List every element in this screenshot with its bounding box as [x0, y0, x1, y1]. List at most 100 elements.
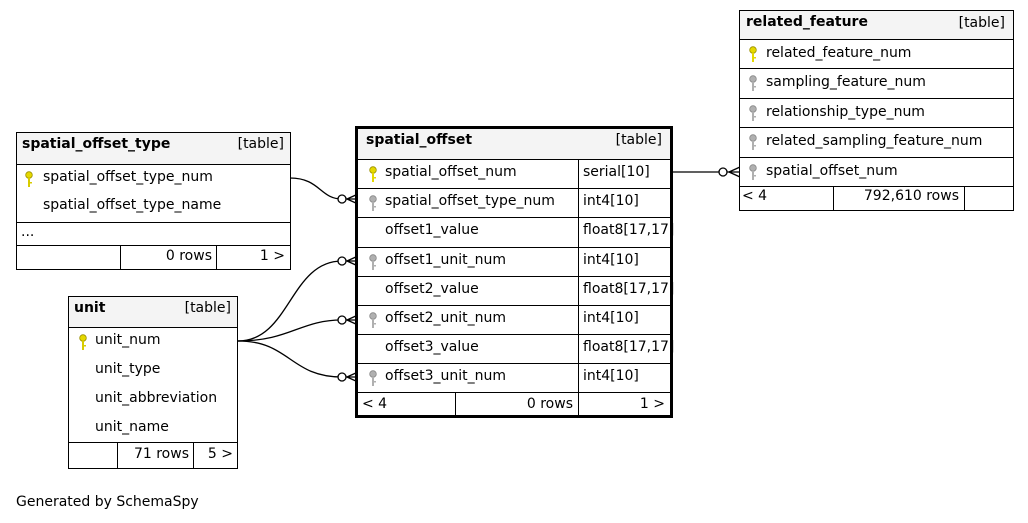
primary-key-icon [25, 171, 33, 187]
zero-marker-1 [337, 194, 347, 204]
column-type: float8[17,17] [583, 280, 675, 297]
column-name: related_feature_num [766, 45, 912, 61]
parents-count[interactable]: < 4 [742, 188, 768, 204]
zero-marker-5 [718, 167, 728, 177]
edge-unit-offset3 [237, 340, 358, 378]
edge-spatial-offset-type [289, 177, 358, 200]
column-name: offset2_unit_num [385, 310, 507, 326]
zero-marker-3 [337, 315, 347, 325]
column-row[interactable]: spatial_offset_num [740, 156, 1013, 186]
generated-by-label: Generated by SchemaSpy [16, 494, 199, 510]
table-name: unit [74, 300, 106, 316]
foreign-key-icon [749, 163, 757, 180]
foreign-key-icon [749, 75, 757, 92]
column-row[interactable]: relationship_type_num [740, 97, 1013, 127]
column-name: spatial_offset_num [766, 162, 898, 179]
row-count: 0 rows [165, 248, 212, 264]
column-row[interactable]: spatial_offset_type_name [17, 194, 290, 222]
table-spatial-offset-type[interactable]: spatial_offset_type [table] spatial_offs… [16, 132, 291, 270]
divider [578, 364, 579, 393]
divider [193, 443, 194, 468]
children-count[interactable]: 1 > [639, 396, 665, 412]
column-name: offset3_value [385, 339, 479, 356]
divider [117, 443, 118, 468]
table-kind: [table] [958, 15, 1005, 31]
column-name: spatial_offset_type_name [43, 197, 222, 213]
table-kind: [table] [184, 300, 231, 316]
table-header[interactable]: spatial_offset_type [table] [17, 133, 290, 164]
column-type: float8[17,17] [583, 339, 675, 356]
column-row[interactable]: unit_name [69, 415, 237, 442]
column-row[interactable]: offset2_value float8[17,17] [358, 275, 674, 305]
column-row[interactable]: related_feature_num [740, 39, 1013, 68]
column-row[interactable]: spatial_offset_type_num [17, 164, 290, 194]
divider [578, 218, 579, 247]
table-spatial-offset[interactable]: spatial_offset [table] spatial_offset_nu… [355, 126, 674, 418]
table-footer: 71 rows 5 > [69, 442, 237, 468]
row-count: 0 rows [526, 396, 573, 412]
divider [216, 246, 217, 269]
foreign-key-icon [369, 370, 377, 387]
column-row[interactable]: unit_num [69, 327, 237, 357]
divider [578, 276, 579, 305]
column-name: unit_type [95, 361, 161, 377]
divider [578, 393, 579, 418]
column-name: sampling_feature_num [766, 74, 926, 91]
column-name: offset3_unit_num [385, 368, 507, 385]
column-row[interactable]: unit_type [69, 357, 237, 386]
parents-count[interactable]: < 4 [362, 396, 388, 412]
column-row[interactable]: sampling_feature_num [740, 68, 1013, 97]
divider [455, 393, 456, 418]
zero-marker-2 [337, 256, 347, 266]
children-count[interactable]: 5 > [207, 446, 233, 462]
divider [964, 187, 965, 210]
divider [578, 160, 579, 189]
column-type: int4[10] [583, 193, 639, 210]
divider [120, 246, 121, 269]
divider [578, 306, 579, 335]
crowfoot-5 [728, 166, 741, 178]
column-name: offset1_value [385, 222, 479, 239]
column-name: relationship_type_num [766, 103, 925, 120]
table-name: related_feature [746, 14, 868, 30]
column-row[interactable]: offset3_unit_num int4[10] [358, 363, 670, 393]
divider [578, 189, 579, 218]
column-row[interactable]: offset2_unit_num int4[10] [358, 305, 670, 335]
table-name: spatial_offset [366, 132, 473, 148]
table-footer: < 4 0 rows 1 > [358, 392, 670, 418]
zero-marker-4 [337, 372, 347, 382]
column-row[interactable]: unit_abbreviation [69, 386, 237, 415]
divider [578, 335, 579, 364]
divider [578, 247, 579, 276]
column-type: serial[10] [583, 164, 650, 180]
table-related-feature[interactable]: related_feature [table] related_feature_… [739, 10, 1014, 211]
foreign-key-icon [369, 195, 377, 212]
table-unit[interactable]: unit [table] unit_num unit_type unit_abb… [68, 296, 238, 469]
column-type: int4[10] [583, 310, 639, 326]
column-name: offset2_value [385, 280, 479, 297]
divider [833, 187, 834, 210]
column-name: unit_num [95, 332, 161, 348]
table-footer: < 4 792,610 rows [740, 186, 1013, 210]
more-columns-row[interactable]: ... [17, 222, 290, 245]
column-type: int4[10] [583, 368, 639, 385]
table-name: spatial_offset_type [22, 136, 171, 152]
column-row[interactable]: related_sampling_feature_num [740, 127, 1013, 156]
column-name: spatial_offset_num [385, 164, 517, 180]
column-name: related_sampling_feature_num [766, 133, 983, 150]
table-header[interactable]: related_feature [table] [740, 11, 1013, 39]
row-count: 792,610 rows [863, 188, 959, 204]
column-row[interactable]: offset3_value float8[17,17] [358, 334, 674, 364]
column-row[interactable]: spatial_offset_num serial[10] [358, 159, 670, 189]
column-name: spatial_offset_type_num [43, 169, 213, 185]
children-count[interactable]: 1 > [259, 248, 285, 264]
table-header[interactable]: spatial_offset [table] [358, 129, 670, 159]
foreign-key-icon [369, 253, 377, 270]
column-type: int4[10] [583, 251, 639, 268]
table-header[interactable]: unit [table] [69, 297, 237, 327]
primary-key-icon [749, 46, 757, 62]
